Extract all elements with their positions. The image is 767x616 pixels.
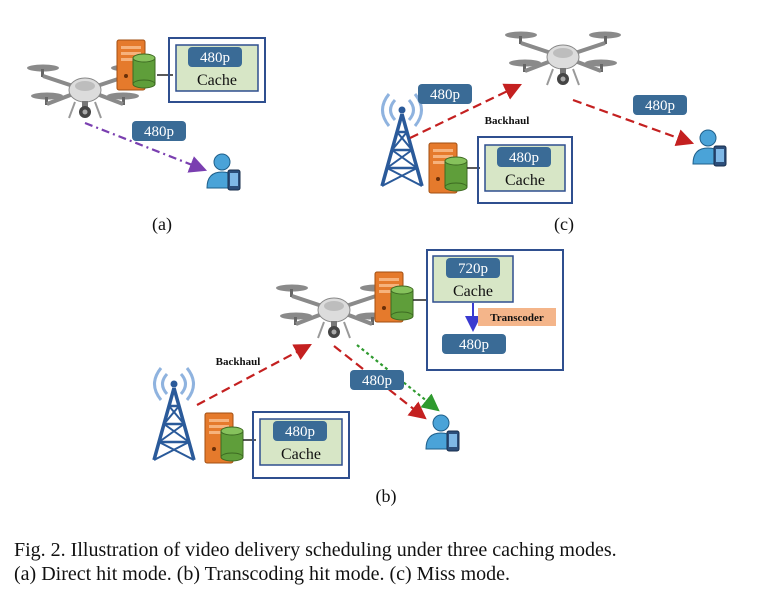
panel-a: 480p Cache 480p (a) <box>25 37 266 235</box>
backhaul-label: Backhaul <box>485 115 530 127</box>
bs-server-icon <box>204 412 244 464</box>
resolution-badge <box>188 47 242 67</box>
panel-label: (a) <box>152 214 172 235</box>
transcoded-resolution: 480p <box>459 337 489 353</box>
delivery-label: 480p <box>144 124 174 140</box>
user-icon <box>425 414 460 452</box>
delivery-badge <box>633 95 687 115</box>
user-icon <box>206 153 241 191</box>
transcoded-badge <box>442 334 506 354</box>
cache-resolution: 480p <box>200 50 230 66</box>
resolution-badge <box>446 258 500 278</box>
resolution-badge <box>497 147 551 167</box>
uav-drone-icon <box>503 29 623 87</box>
uav-cache-resolution: 720p <box>458 261 488 277</box>
transcoder-label: Transcoder <box>490 312 544 324</box>
bs-cache-label: Cache <box>505 172 545 189</box>
delivery-arrow <box>572 98 695 147</box>
uav-server-icon <box>374 271 414 323</box>
panel-b: 720p Cache Transcoder 480p 480p Cache Ba… <box>152 249 564 507</box>
cache-frame <box>477 136 573 204</box>
panel-label: (b) <box>376 486 397 507</box>
bs-server-icon <box>428 142 468 194</box>
transcoder-box <box>478 308 556 326</box>
user-icon <box>692 129 727 167</box>
bs-cache-label: Cache <box>281 446 321 463</box>
delivery-arrow <box>84 121 208 173</box>
delivery-badge <box>132 121 186 141</box>
backhaul-label: Backhaul <box>216 356 261 368</box>
bs-cache-resolution: 480p <box>509 150 539 166</box>
cache-frame <box>168 37 266 103</box>
uav-cache-label: Cache <box>453 283 493 300</box>
cache-frame <box>252 411 350 479</box>
delivery-badge <box>350 370 404 390</box>
base-station-tower-icon <box>152 366 196 462</box>
delivery-label: 480p <box>645 98 675 114</box>
backhaul-arrow <box>409 83 522 139</box>
caption-line-2: (a) Direct hit mode. (b) Transcoding hit… <box>14 563 511 585</box>
cache-label: Cache <box>197 72 237 89</box>
backhaul-arrow <box>196 343 312 406</box>
caption-line-1: Fig. 2. Illustration of video delivery s… <box>14 539 617 561</box>
panel-label: (c) <box>554 214 574 235</box>
transcoded-delivery-arrow <box>356 344 440 412</box>
backhaul-badge <box>418 84 472 104</box>
uav-cache-frame <box>426 249 564 371</box>
panel-c: 480p Cache 480p Backhaul 480p (c) <box>380 29 727 235</box>
resolution-badge <box>273 421 327 441</box>
backhaul-resolution: 480p <box>430 87 460 103</box>
figure-caption: Fig. 2. Illustration of video delivery s… <box>14 538 754 586</box>
bs-cache-resolution: 480p <box>285 424 315 440</box>
delivery-label: 480p <box>362 373 392 389</box>
base-station-tower-icon <box>380 92 424 188</box>
uav-server-icon <box>116 39 156 91</box>
